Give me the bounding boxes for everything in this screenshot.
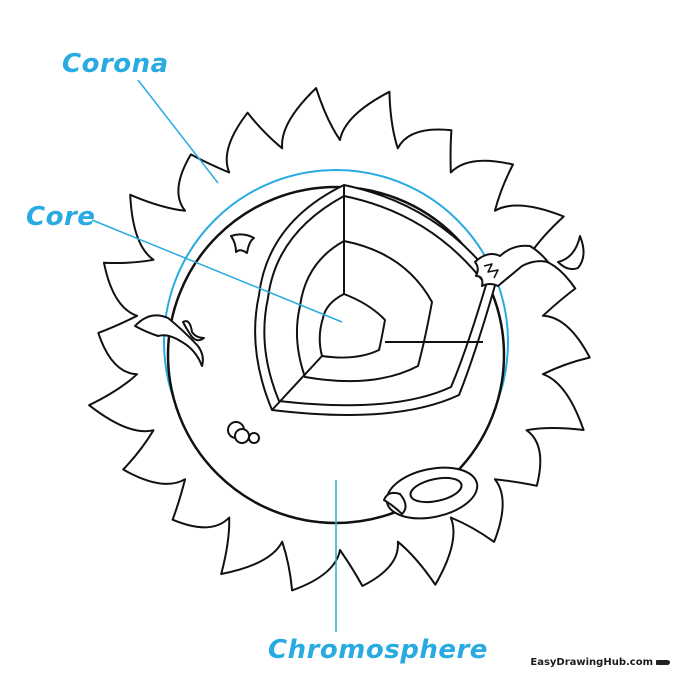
label-core: Core bbox=[26, 202, 95, 232]
granule-bubble-3 bbox=[248, 432, 260, 444]
prominence-right-detail bbox=[483, 263, 499, 279]
sunspot-top-left bbox=[230, 233, 255, 254]
pencil-icon bbox=[656, 660, 670, 665]
core-shape bbox=[318, 293, 386, 359]
leader-line-core bbox=[91, 219, 343, 323]
prominence-left-tip bbox=[182, 320, 205, 342]
radiative-zone bbox=[296, 240, 433, 383]
label-chromosphere: Chromosphere bbox=[268, 635, 488, 665]
solar-features bbox=[134, 233, 585, 520]
prominence-left bbox=[134, 314, 204, 367]
watermark-text: EasyDrawingHub.com bbox=[530, 657, 653, 668]
prominence-loop-hook bbox=[383, 491, 407, 515]
flare-crescent-right bbox=[557, 235, 585, 271]
wedge-edge-left bbox=[271, 355, 323, 411]
watermark: EasyDrawingHub.com bbox=[530, 657, 670, 668]
prominence-right bbox=[474, 244, 549, 287]
interior-cutaway bbox=[254, 184, 497, 416]
leader-line-corona bbox=[137, 79, 219, 184]
cutaway-inner-shell bbox=[263, 195, 487, 407]
label-corona: Corona bbox=[62, 49, 169, 79]
granule-bubble-2 bbox=[234, 428, 250, 444]
prominence-loop-inner bbox=[409, 476, 463, 504]
